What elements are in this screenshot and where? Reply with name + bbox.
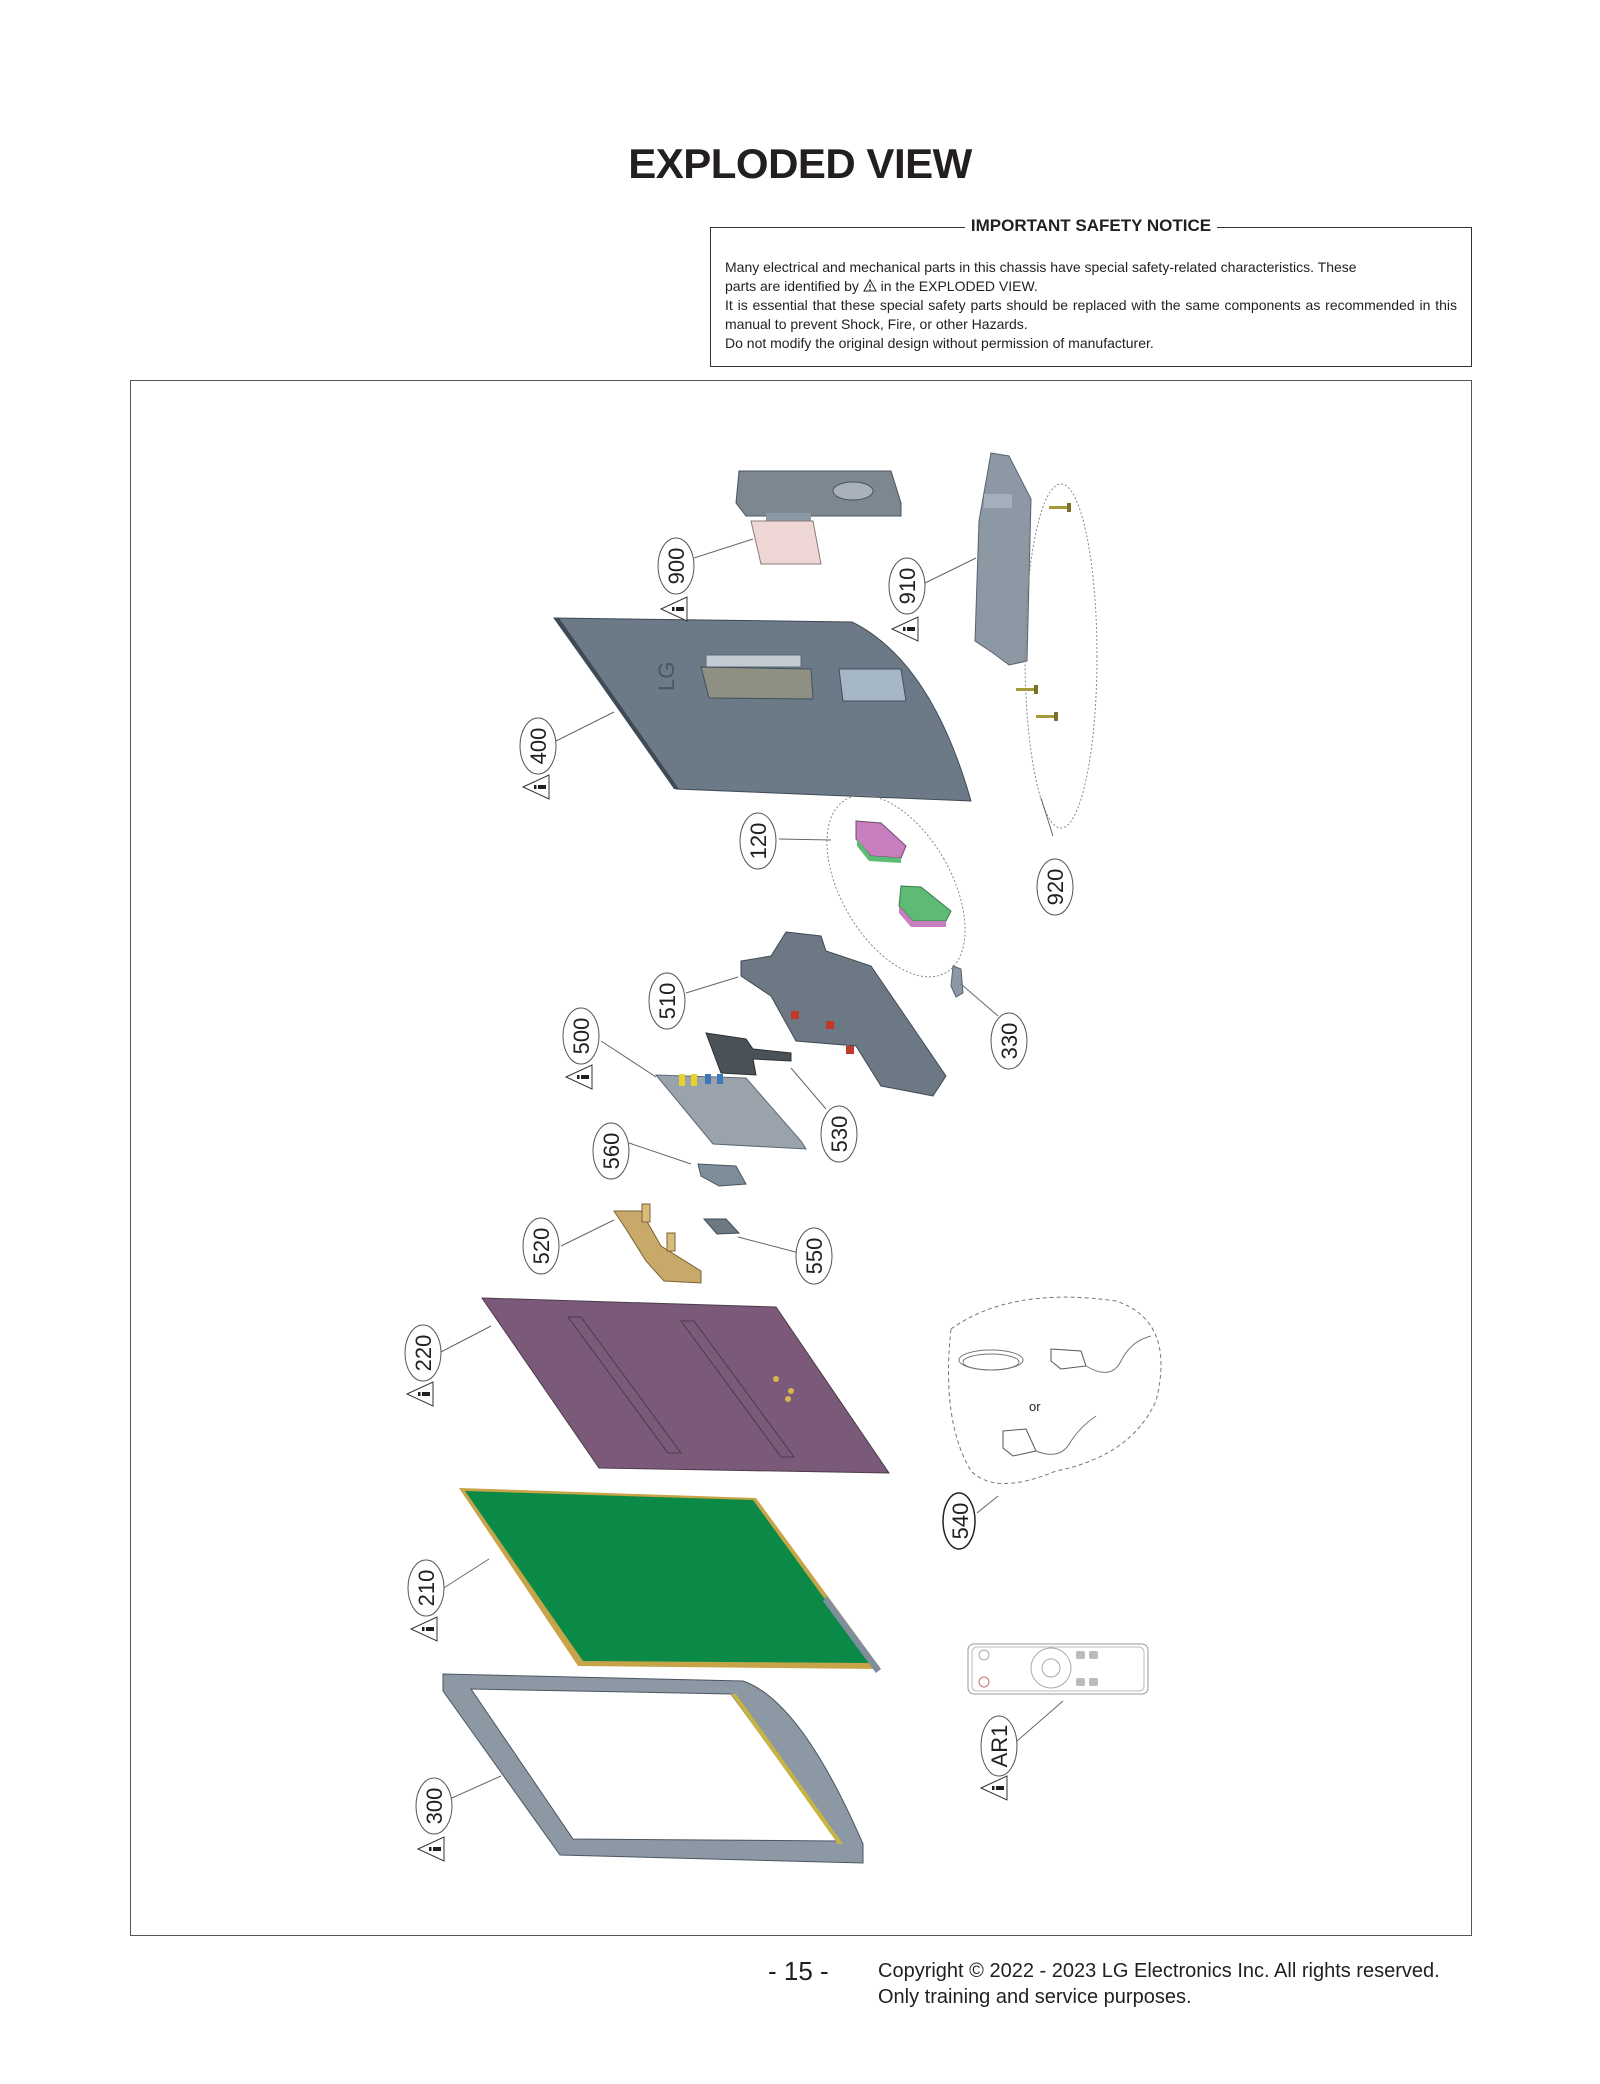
svg-text:220: 220 <box>411 1335 436 1372</box>
svg-text:or: or <box>1029 1399 1041 1414</box>
svg-text:400: 400 <box>526 728 551 765</box>
svg-text:920: 920 <box>1043 869 1068 906</box>
part-stand-hinge-520 <box>613 1203 702 1284</box>
part-remote-ar1 <box>967 1643 1149 1695</box>
callout-330: 330 <box>990 1012 1028 1070</box>
svg-text:900: 900 <box>664 548 689 585</box>
svg-text:300: 300 <box>422 1788 447 1825</box>
part-jack-board-560 <box>697 1163 747 1187</box>
safety-notice-body: Many electrical and mechanical parts in … <box>725 258 1457 353</box>
svg-text:520: 520 <box>529 1228 554 1265</box>
part-speakers-120 <box>826 794 966 978</box>
svg-text:330: 330 <box>997 1023 1022 1060</box>
svg-text:910: 910 <box>895 568 920 605</box>
part-main-board-500 <box>654 1074 807 1150</box>
part-small-bracket-330 <box>950 965 964 998</box>
callout-900: 900 <box>657 537 695 622</box>
callout-510: 510 <box>648 972 686 1030</box>
copyright-text: Copyright © 2022 - 2023 LG Electronics I… <box>878 1960 1440 1982</box>
svg-text:540: 540 <box>948 1503 973 1540</box>
svg-text:500: 500 <box>569 1018 594 1055</box>
part-back-cover-400: LG <box>553 617 972 802</box>
callout-540: 540 <box>942 1492 976 1550</box>
safety-notice-title: IMPORTANT SAFETY NOTICE <box>964 216 1218 235</box>
callout-210: 210 <box>407 1559 445 1642</box>
part-stand-body-910 <box>974 452 1032 666</box>
svg-text:120: 120 <box>746 823 771 860</box>
page-title: EXPLODED VIEW <box>628 140 972 187</box>
callout-550: 550 <box>795 1227 833 1285</box>
svg-text:550: 550 <box>802 1238 827 1275</box>
callout-ar1: AR1 <box>980 1715 1018 1801</box>
callout-220: 220 <box>404 1324 442 1407</box>
part-front-frame-300 <box>442 1673 864 1864</box>
part-lcd-panel-210 <box>459 1488 881 1673</box>
part-frame-bracket-510 <box>740 931 947 1097</box>
part-panel-back-220 <box>481 1297 890 1474</box>
callout-520: 520 <box>522 1217 560 1275</box>
svg-text:560: 560 <box>599 1133 624 1170</box>
callout-910: 910 <box>888 557 926 642</box>
callout-920: 920 <box>1036 858 1074 916</box>
part-adapter-540: or <box>948 1296 1162 1484</box>
callout-120: 120 <box>739 812 777 870</box>
callout-300: 300 <box>415 1777 453 1862</box>
svg-text:510: 510 <box>655 983 680 1020</box>
notice-line-2a: parts are identified by <box>725 278 859 294</box>
svg-text:AR1: AR1 <box>987 1725 1012 1768</box>
notice-line-1: Many electrical and mechanical parts in … <box>725 259 1357 275</box>
callout-400: 400 <box>519 717 557 800</box>
exploded-view-diagram: LG <box>130 380 1472 1936</box>
part-shield-plate-530 <box>705 1032 792 1076</box>
callout-530: 530 <box>820 1105 858 1163</box>
notice-line-2b: in the EXPLODED VIEW. <box>880 278 1038 294</box>
callout-560: 560 <box>592 1122 630 1180</box>
part-screws-920 <box>1016 483 1098 829</box>
notice-line-4: Do not modify the original design withou… <box>725 335 1154 351</box>
leader-lines <box>433 538 1064 1807</box>
part-stand-base-900 <box>735 470 902 565</box>
svg-text:210: 210 <box>414 1570 439 1607</box>
warning-triangle-icon <box>862 278 877 292</box>
part-sub-board-550 <box>702 1218 741 1235</box>
callout-500: 500 <box>562 1007 600 1090</box>
page-number: - 15 - <box>768 1956 829 1986</box>
notice-line-3: It is essential that these special safet… <box>725 297 1457 332</box>
purpose-text: Only training and service purposes. <box>878 1986 1192 2008</box>
svg-text:LG: LG <box>654 662 679 691</box>
safety-notice-box: IMPORTANT SAFETY NOTICE Many electrical … <box>710 216 1472 367</box>
footer-copyright: Copyright © 2022 - 2023 LG Electronics I… <box>878 1958 1440 2010</box>
svg-text:530: 530 <box>827 1116 852 1153</box>
